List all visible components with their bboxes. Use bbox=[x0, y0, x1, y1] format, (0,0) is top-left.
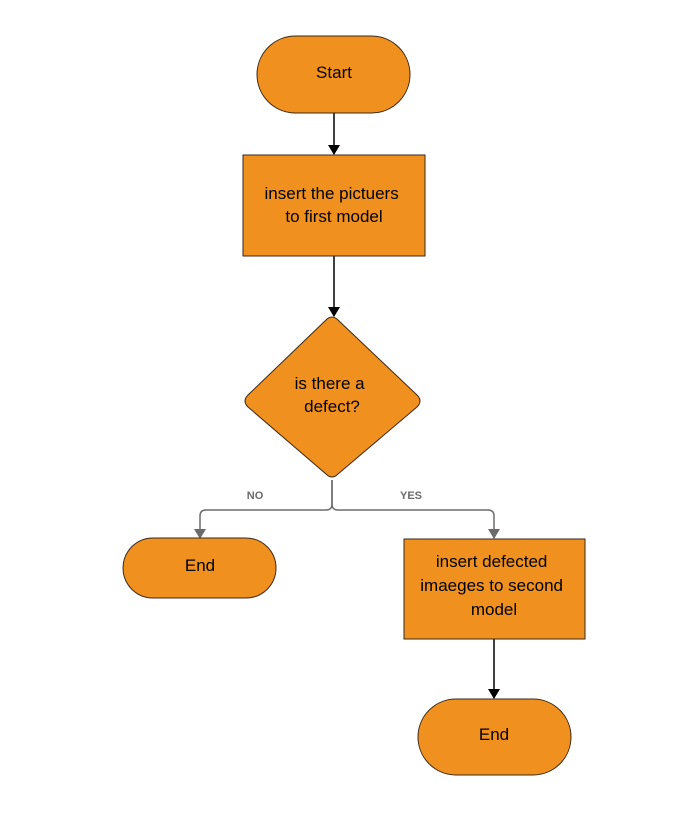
connectors bbox=[194, 113, 500, 699]
node-step2-text: insert defected imaeges to second model bbox=[420, 552, 567, 619]
node-start: Start bbox=[256, 35, 411, 114]
node-end-yes-line: End bbox=[479, 725, 509, 744]
arrow-decision-to-step2 bbox=[331, 480, 500, 539]
node-decision-text: is there a defect? bbox=[295, 374, 370, 416]
node-step2-line: insert defected bbox=[436, 552, 548, 571]
node-step1-line: to first model bbox=[285, 207, 382, 226]
node-end-yes: End bbox=[417, 698, 572, 776]
node-end-no-line: End bbox=[185, 556, 215, 575]
node-step2-line: imaeges to second bbox=[420, 576, 563, 595]
node-decision-line: defect? bbox=[304, 397, 360, 416]
node-step2-line: model bbox=[471, 600, 517, 619]
process-shape bbox=[242, 154, 426, 257]
node-end-no: End bbox=[122, 537, 277, 599]
node-start-text: Start bbox=[316, 63, 352, 82]
node-step1-text: insert the pictuers to first model bbox=[265, 184, 404, 226]
terminal-shape bbox=[417, 698, 572, 776]
edge-label-no: NO bbox=[247, 490, 264, 502]
node-step1-line: insert the pictuers bbox=[265, 184, 399, 203]
node-insert-second-model: insert defected imaeges to second model bbox=[403, 538, 586, 640]
node-start-line: Start bbox=[316, 63, 352, 82]
node-end-no-text: End bbox=[185, 556, 215, 575]
edge-label-yes: YES bbox=[400, 490, 422, 502]
arrow-decision-to-end-no bbox=[194, 480, 333, 539]
node-insert-first-model: insert the pictuers to first model bbox=[242, 154, 426, 257]
process-shape bbox=[403, 538, 586, 640]
terminal-shape bbox=[256, 35, 411, 114]
node-decision-line: is there a bbox=[295, 374, 365, 393]
node-end-yes-text: End bbox=[479, 725, 509, 744]
decision-shape bbox=[244, 316, 421, 478]
terminal-shape bbox=[122, 537, 277, 599]
node-decision-defect: is there a defect? bbox=[244, 316, 421, 478]
